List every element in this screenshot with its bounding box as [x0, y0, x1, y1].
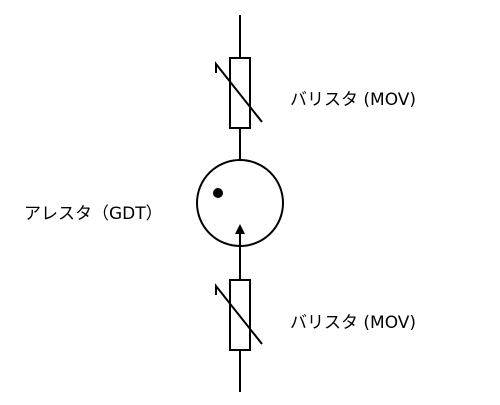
bottom-varistor-label: バリスタ (MOV): [290, 313, 417, 333]
bottom-electrode-arrow: [235, 224, 245, 234]
arrester-label: アレスタ（GDT）: [24, 204, 163, 224]
gdt-gas-dot: [213, 188, 223, 198]
top-varistor-nonlinear-stroke: [215, 61, 263, 123]
bottom-varistor-nonlinear-stroke: [215, 283, 263, 345]
top-varistor-label: バリスタ (MOV): [290, 90, 417, 110]
